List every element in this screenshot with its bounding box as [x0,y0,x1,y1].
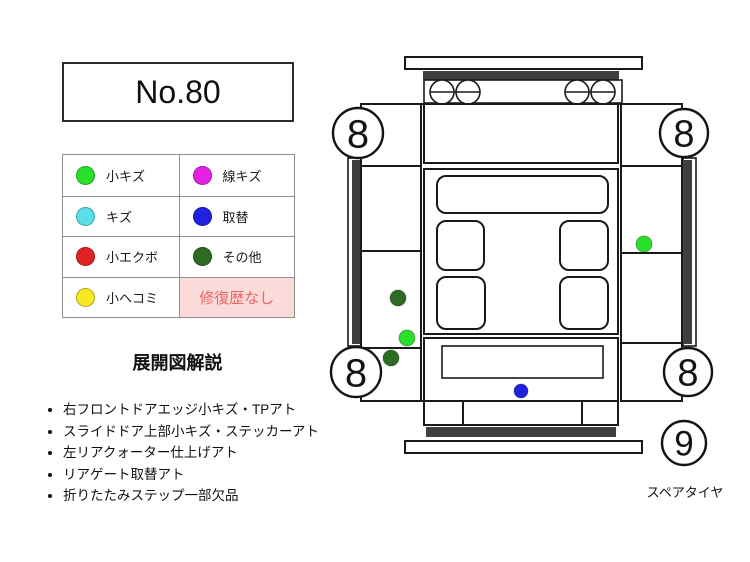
windshield [436,175,609,214]
line-scratch-dot-icon [192,165,212,185]
front-bumper [404,56,643,70]
replaced-dot-icon [192,206,212,226]
rating-badge-label: 8 [673,114,694,156]
roof-section [423,103,619,335]
damage-marker [635,235,653,253]
left-rocker-dark-strip [352,160,360,344]
cowl-panel [423,103,619,164]
roof-window-rear-left [436,276,486,330]
small-dent-dot-icon [76,247,95,267]
small-depression-dot-icon [76,287,95,307]
legend-label: その他 [222,250,262,266]
rear-trim-bar [426,427,616,437]
legend-label: 取替 [222,209,249,225]
rating-badge-circle [331,106,385,160]
right-rocker-dark-strip [684,160,692,344]
legend-label: キズ [106,209,133,225]
explanation-item: リアゲート取替アト [63,464,363,486]
other-dot-icon [192,247,212,267]
explanation-item: スライドドア上部小キズ・ステッカーアト [63,421,363,443]
rating-badge-circle [329,345,383,399]
rating-badge-label: 8 [347,112,369,156]
roof-window-rear-right [559,276,609,330]
repair-history-note: 修復歴なし [178,276,294,317]
sheet-number-box: No.80 [62,62,294,122]
legend-item-small-scratch: 小キズ [63,155,179,196]
legend-label: 小エクボ [106,250,159,266]
rating-badge-label: 9 [674,425,693,464]
small-scratch-dot-icon [76,165,95,185]
legend-item-other: その他 [178,236,294,277]
spare-tire-label: スペアタイヤ [647,485,724,500]
explanation-item: 左リアクォーター仕上げアト [63,442,363,464]
legend-item-small-depression: 小ヘコミ [63,276,179,318]
legend-item-scratch: キズ [63,195,179,237]
explanation-heading: 展開図解説 [132,353,223,373]
rating-badge-label: 8 [677,353,698,395]
rating-badge-circle [660,419,708,467]
explanation-list: 右フロントドアエッジ小キズ・TPアト スライドドア上部小キズ・ステッカーアト 左… [48,399,363,507]
headlights-icon [429,79,616,105]
rear-lower-bumper [404,440,643,454]
sheet-number: No.80 [135,73,221,110]
corner-badges: 8 8 8 8 9 [329,106,714,467]
legend-label: 線キズ [222,168,262,184]
legend-label: 小キズ [106,168,146,184]
front-section [404,56,643,105]
damage-marker [513,383,529,399]
roof-window-front-right [559,220,609,271]
rating-badge-circle [658,107,710,159]
scratch-dot-icon [76,206,95,226]
legend-item-small-dent: 小エクボ [63,236,179,277]
damage-legend: 小キズ 線キズ キズ 取替 小エクボ その他 小ヘコミ 修復歴なし [62,154,295,318]
explanation-item: 右フロントドアエッジ小キズ・TPアト [63,399,363,421]
explanation-item: 折りたたみステップ一部欠品 [63,485,363,507]
rear-bumper [423,400,619,426]
legend-label: 小ヘコミ [106,290,159,306]
damage-marker [389,289,407,307]
roof-window-front-left [436,220,485,271]
legend-item-replaced: 取替 [178,195,294,236]
rear-gate-window [441,345,604,379]
damage-marker [398,329,416,347]
damage-markers [382,235,653,399]
damage-marker [382,349,400,367]
rating-badge-circle [662,346,714,398]
repair-history-label: 修復歴なし [199,289,275,307]
rating-badge-label: 8 [345,351,367,395]
front-trim-bar [423,71,619,80]
legend-item-line-scratch: 線キズ [178,155,295,196]
